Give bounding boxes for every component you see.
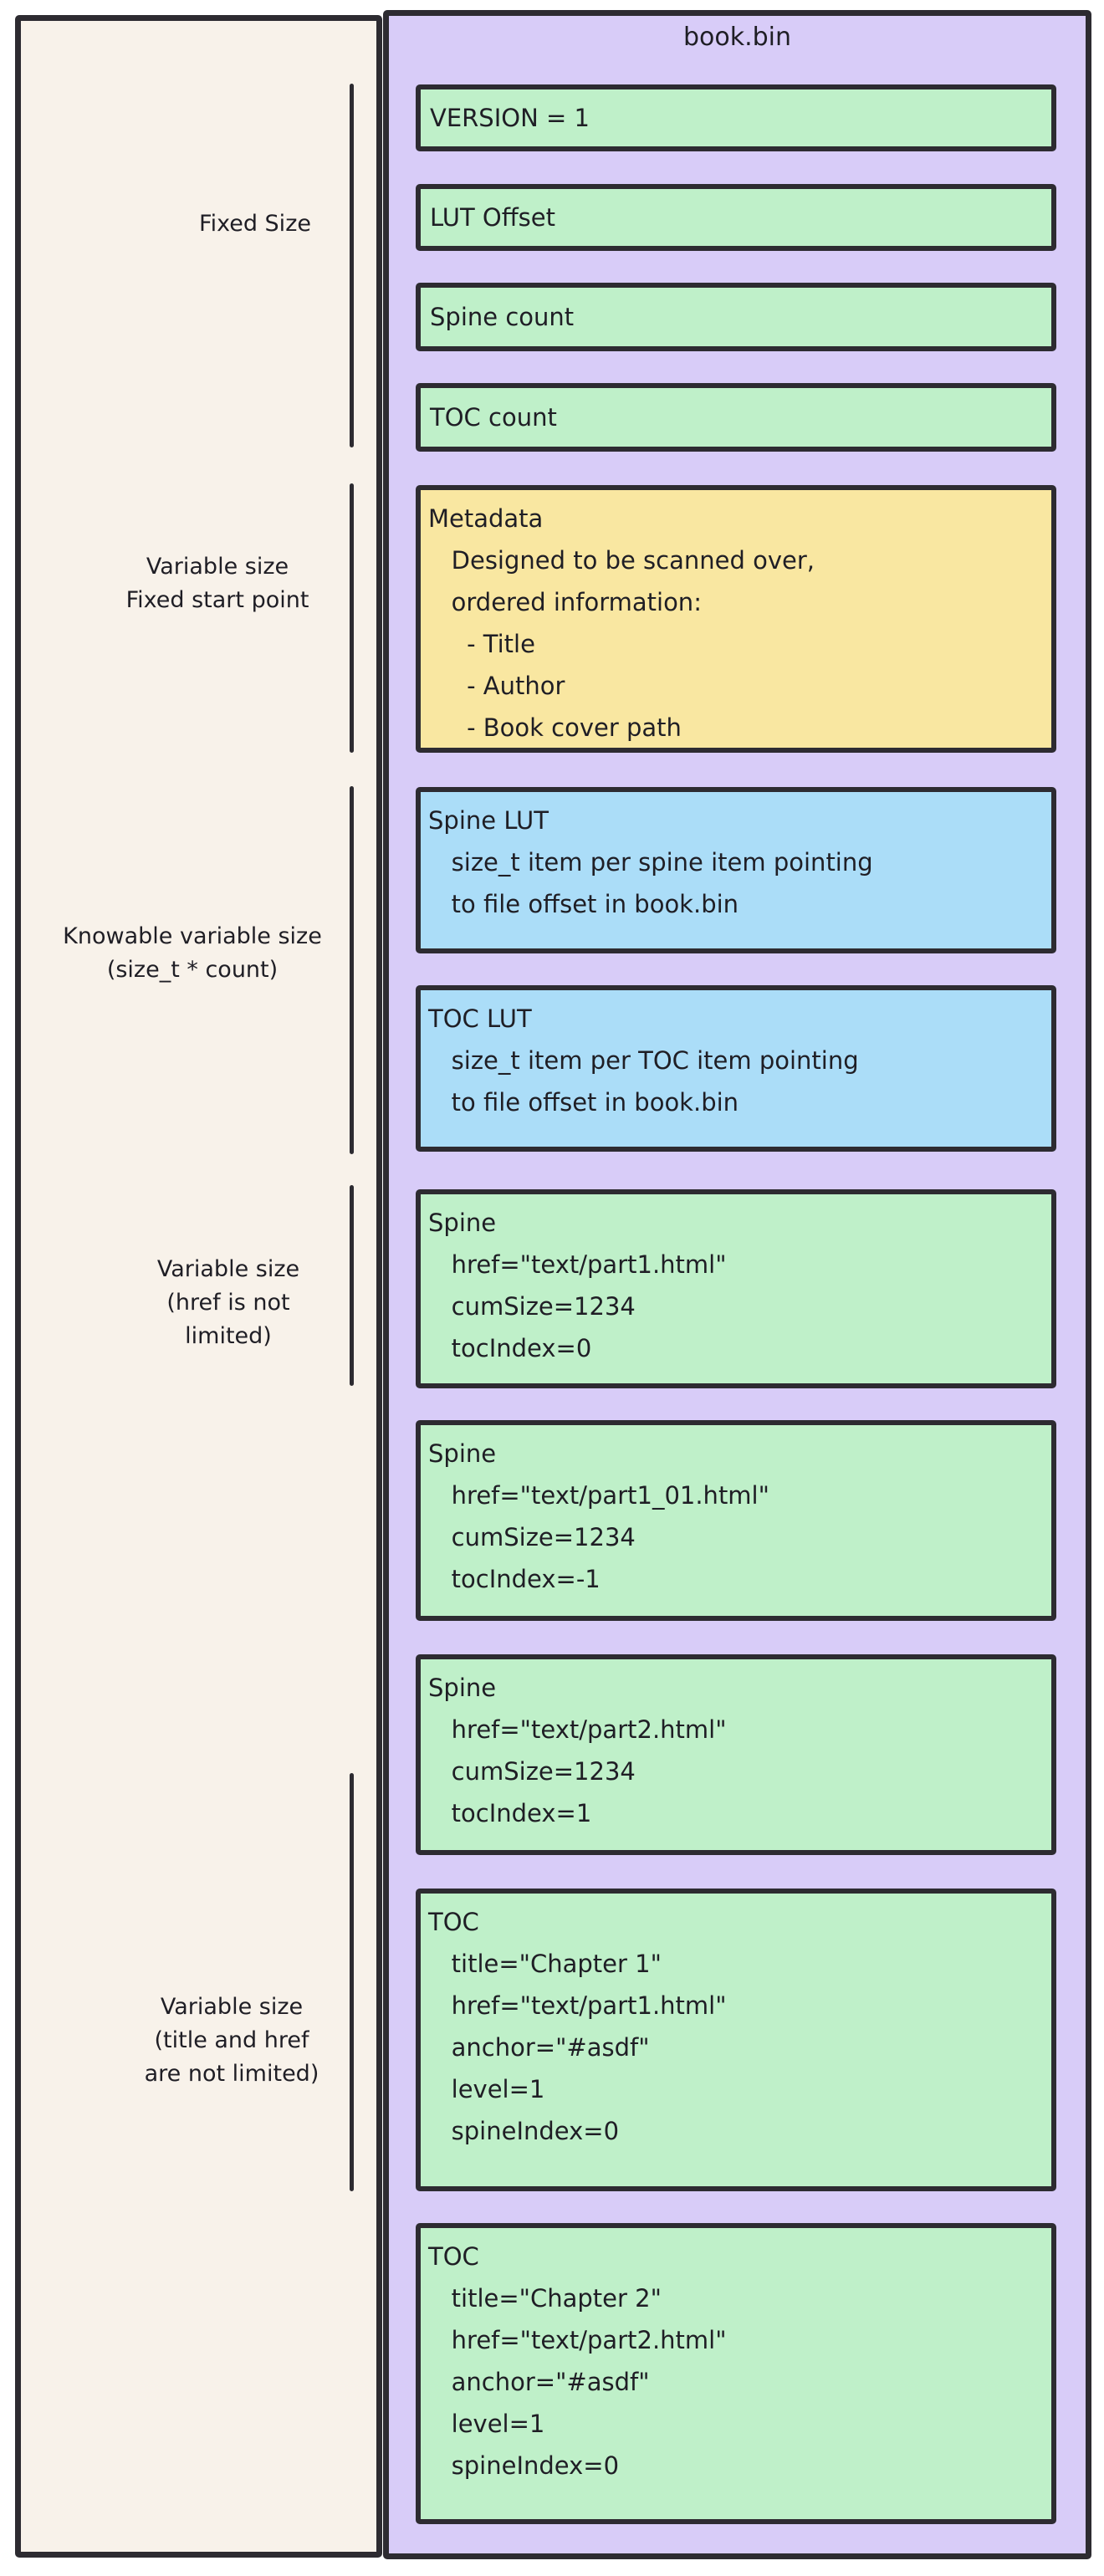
- section-label-knowable-variable-size: Knowable variable size (size_t * count): [63, 923, 322, 983]
- spine-lut-box: Spine LUT size_t item per spine item poi…: [416, 787, 1056, 953]
- spine-record-2: Spine href="text/part1_01.html" cumSize=…: [416, 1420, 1056, 1621]
- book-bin-container: book.bin VERSION = 1 LUT Offset Spine co…: [383, 10, 1091, 2559]
- field-box-lut-offset: LUT Offset: [416, 184, 1056, 251]
- field-box-spine-count: Spine count: [416, 283, 1056, 351]
- bracket-line-knowable-variable-size: [350, 786, 354, 1154]
- spine-record-3: Spine href="text/part2.html" cumSize=123…: [416, 1654, 1056, 1855]
- toc-record-2: TOC title="Chapter 2" href="text/part2.h…: [416, 2223, 1056, 2524]
- bracket-line-variable-size-fixed-start: [350, 483, 354, 753]
- metadata-box: Metadata Designed to be scanned over, or…: [416, 485, 1056, 753]
- field-box-toc-count-text: TOC count: [430, 403, 557, 432]
- field-box-toc-count: TOC count: [416, 383, 1056, 452]
- section-label-variable-size-title-href: Variable size (title and href are not li…: [144, 1994, 319, 2087]
- section-label-fixed-size: Fixed Size: [199, 211, 311, 237]
- bracket-line-variable-size-title-href: [350, 1773, 354, 2191]
- file-title: book.bin: [682, 23, 792, 52]
- toc-lut-box: TOC LUT size_t item per TOC item pointin…: [416, 985, 1056, 1152]
- field-box-version: VERSION = 1: [416, 84, 1056, 151]
- field-box-spine-count-text: Spine count: [430, 303, 575, 331]
- section-label-variable-size-fixed-start: Variable size Fixed start point: [125, 554, 309, 613]
- bracket-line-variable-size-href: [350, 1185, 354, 1386]
- toc-record-1: TOC title="Chapter 1" href="text/part1.h…: [416, 1889, 1056, 2191]
- spine-record-1: Spine href="text/part1.html" cumSize=123…: [416, 1189, 1056, 1388]
- section-label-variable-size-href: Variable size (href is not limited): [156, 1256, 300, 1349]
- field-box-lut-offset-text: LUT Offset: [430, 203, 555, 232]
- bracket-line-fixed-size: [350, 84, 354, 447]
- section-label-panel: [15, 15, 382, 2558]
- field-box-version-text: VERSION = 1: [430, 104, 590, 132]
